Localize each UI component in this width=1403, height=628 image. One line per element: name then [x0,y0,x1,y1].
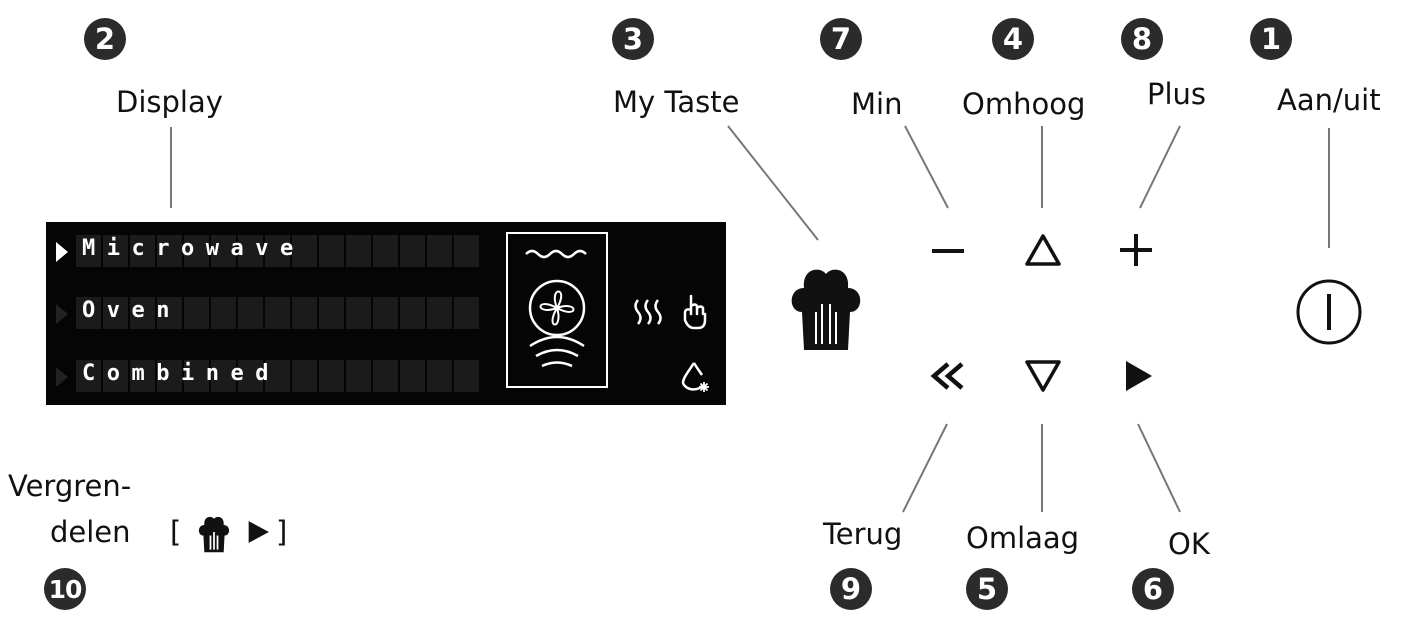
leader-plus [1139,125,1181,209]
minus-icon[interactable] [928,236,968,266]
triangle-down-icon[interactable] [1023,356,1063,396]
selection-arrow-icon [56,367,68,387]
badge-plus: 8 [1121,18,1163,60]
display-item-microwave: Microwave [82,236,305,261]
label-plus: Plus [1147,77,1207,111]
triangle-up-icon[interactable] [1023,230,1063,270]
chef-hat-icon[interactable] [786,254,866,354]
display-row-combined[interactable]: Combined [46,355,516,397]
play-icon [248,521,269,543]
lock-bracket-open: [ [170,515,182,549]
display-panel: Microwave Oven Combined [46,222,726,405]
display-item-oven: Oven [82,298,181,323]
badge-my-taste: 3 [612,18,654,60]
label-ok: OK [1168,527,1210,561]
label-min: Min [851,87,903,121]
leader-my-taste [727,125,819,241]
badge-up: 4 [992,18,1034,60]
selection-arrow-icon [56,304,68,324]
badge-power: 1 [1250,18,1292,60]
power-icon[interactable] [1293,276,1365,348]
label-back: Terug [823,517,903,551]
selection-arrow-icon [56,242,68,262]
leader-back [902,423,948,513]
water-drop-icon [681,362,709,392]
label-power: Aan/uit [1277,83,1381,117]
badge-ok: 6 [1132,568,1174,610]
microwave-fan-icon [506,232,608,388]
display-row-oven[interactable]: Oven [46,292,516,334]
label-lock-line2: delen [50,515,131,549]
badge-min: 7 [820,18,862,60]
label-my-taste: My Taste [613,85,740,119]
display-item-combined: Combined [82,361,280,386]
display-row-microwave[interactable]: Microwave [46,230,516,272]
badge-back: 9 [830,568,872,610]
badge-lock: 10 [44,568,86,610]
display-cells [76,297,479,329]
badge-display: 2 [84,18,126,60]
lock-bracket-close: ] [276,515,288,549]
steam-icon [634,299,662,325]
display-cells [76,360,479,392]
plus-icon[interactable] [1116,230,1156,270]
badge-down: 5 [966,568,1008,610]
leader-min [904,125,949,209]
double-chevron-left-icon[interactable] [926,358,970,394]
touch-hand-icon [683,294,707,330]
play-icon[interactable] [1120,358,1156,394]
label-lock-line1: Vergren- [8,469,132,503]
label-up: Omhoog [962,87,1086,121]
chef-hat-icon [198,516,230,553]
label-display: Display [116,85,223,119]
leader-ok [1137,423,1181,513]
label-down: Omlaag [966,521,1080,555]
display-cells [76,235,479,267]
